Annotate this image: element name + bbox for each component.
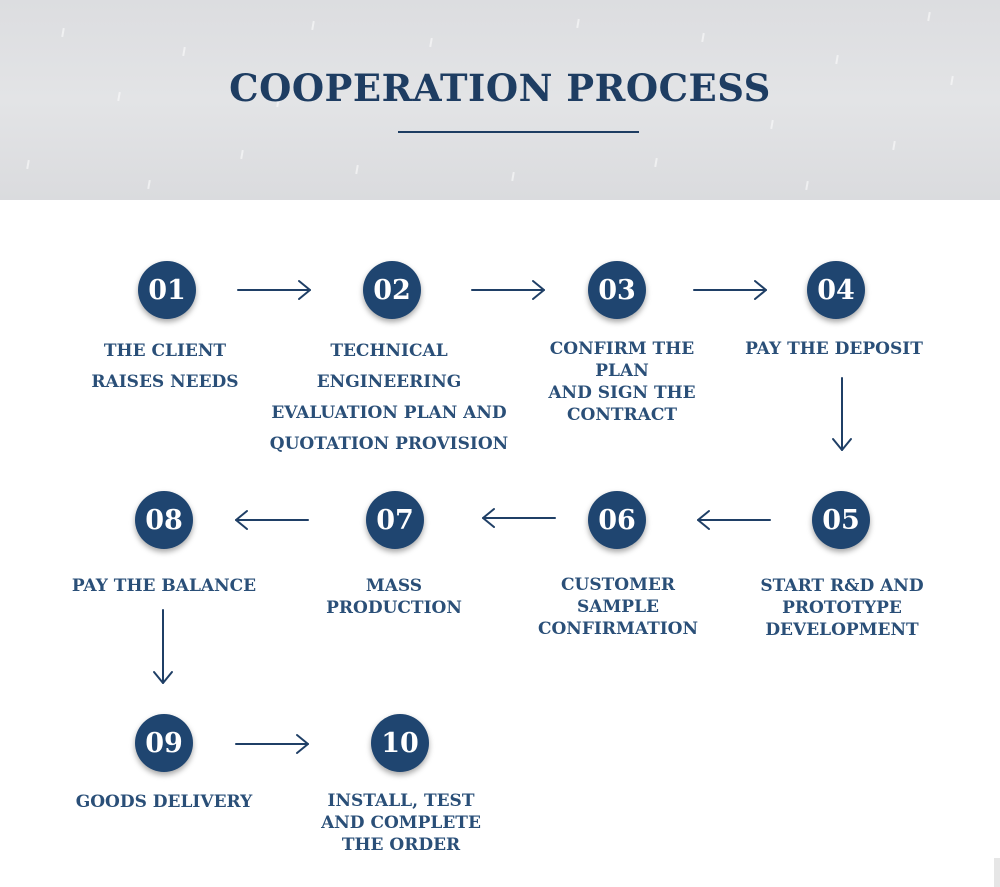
step-03-number: 03 [588,261,646,319]
arrow-03-to-04 [693,280,767,300]
step-01-label: THE CLIENT RAISES NEEDS [91,341,239,392]
step-08-number: 08 [135,491,193,549]
arrow-07-to-08 [235,510,309,530]
step-01-number: 01 [138,261,196,319]
step-06-label: CUSTOMER SAMPLE CONFIRMATION [537,575,699,639]
step-04-label: PAY THE DEPOSIT [745,339,923,359]
step-06-number: 06 [588,491,646,549]
arrow-08-to-09 [153,609,173,684]
step-03-label: CONFIRM THE PLAN AND SIGN THE CONTRACT [548,339,696,425]
page-title: COOPERATION PROCESS [229,66,771,110]
step-07-label: MASS PRODUCTION [326,576,462,618]
step-10-label: INSTALL, TEST AND COMPLETE THE ORDER [321,791,481,855]
step-02-number: 02 [363,261,421,319]
header-banner [0,0,1000,200]
step-05-label: START R&D AND PROTOTYPE DEVELOPMENT [760,576,924,640]
arrow-09-to-10 [235,734,309,754]
step-05-number: 05 [812,491,870,549]
step-02-label: TECHNICAL ENGINEERING EVALUATION PLAN AN… [269,341,509,454]
step-07-number: 07 [366,491,424,549]
title-underline [398,131,639,133]
arrow-04-to-05 [832,377,852,451]
arrow-02-to-03 [471,280,545,300]
step-09-number: 09 [135,714,193,772]
step-04-number: 04 [807,261,865,319]
arrow-06-to-07 [482,508,556,528]
arrow-05-to-06 [697,510,771,530]
scroll-edge [994,858,1000,887]
step-08-label: PAY THE BALANCE [71,576,257,596]
arrow-01-to-02 [237,280,311,300]
step-10-number: 10 [371,714,429,772]
step-09-label: GOODS DELIVERY [75,792,253,812]
